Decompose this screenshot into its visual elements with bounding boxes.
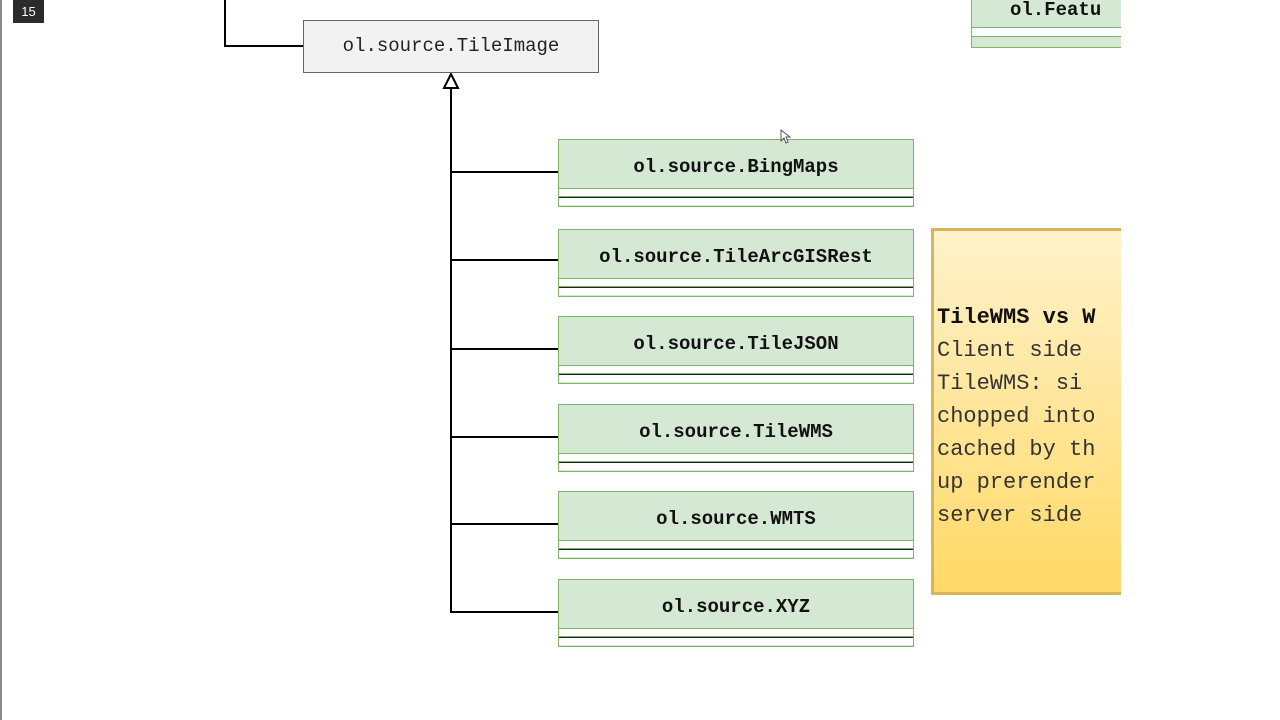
class-name: ol.source.TileJSON [559,317,913,366]
class-tilewms[interactable]: ol.source.TileWMS [558,404,914,472]
class-name: ol.source.TileWMS [559,405,913,454]
class-section [559,549,913,557]
class-tilearcgisrest[interactable]: ol.source.TileArcGISRest [558,229,914,297]
class-name: ol.source.XYZ [559,580,913,629]
note-line: Client side [937,338,1083,363]
class-name: ol.source.TileArcGISRest [559,230,913,279]
left-edge-divider [0,0,2,720]
class-bingmaps[interactable]: ol.source.BingMaps [558,139,914,207]
class-section [559,454,913,462]
class-section [559,287,913,295]
note-tilewms-comparison[interactable]: TileWMS vs W Client side TileWMS: si cho… [931,228,1121,595]
class-name: ol.source.WMTS [559,492,913,541]
note-title: TileWMS vs W [937,305,1096,330]
class-tileimage[interactable]: ol.source.TileImage [303,20,599,73]
inheritance-arrowhead-icon [442,71,460,89]
note-line: TileWMS: si [937,371,1083,396]
class-xyz[interactable]: ol.source.XYZ [558,579,914,647]
class-name: ol.Featu [972,0,1121,28]
class-section [972,28,1121,37]
note-line: up prerender [937,470,1096,495]
class-wmts[interactable]: ol.source.WMTS [558,491,914,559]
note-line: chopped into [937,404,1096,429]
class-feature[interactable]: ol.Featu [971,0,1121,48]
class-tilejson[interactable]: ol.source.TileJSON [558,316,914,384]
parent-connector [224,0,303,47]
class-section [559,541,913,549]
note-line: server side [937,503,1083,528]
class-section [559,637,913,645]
slide-number-badge: 15 [13,0,44,23]
class-name: ol.source.BingMaps [559,140,913,189]
class-section [559,462,913,470]
class-section [559,629,913,637]
class-section [559,189,913,197]
class-section [559,279,913,287]
class-section [559,366,913,374]
note-line: cached by th [937,437,1096,462]
mouse-cursor-icon [780,129,792,144]
class-section [559,374,913,382]
class-section [559,197,913,205]
